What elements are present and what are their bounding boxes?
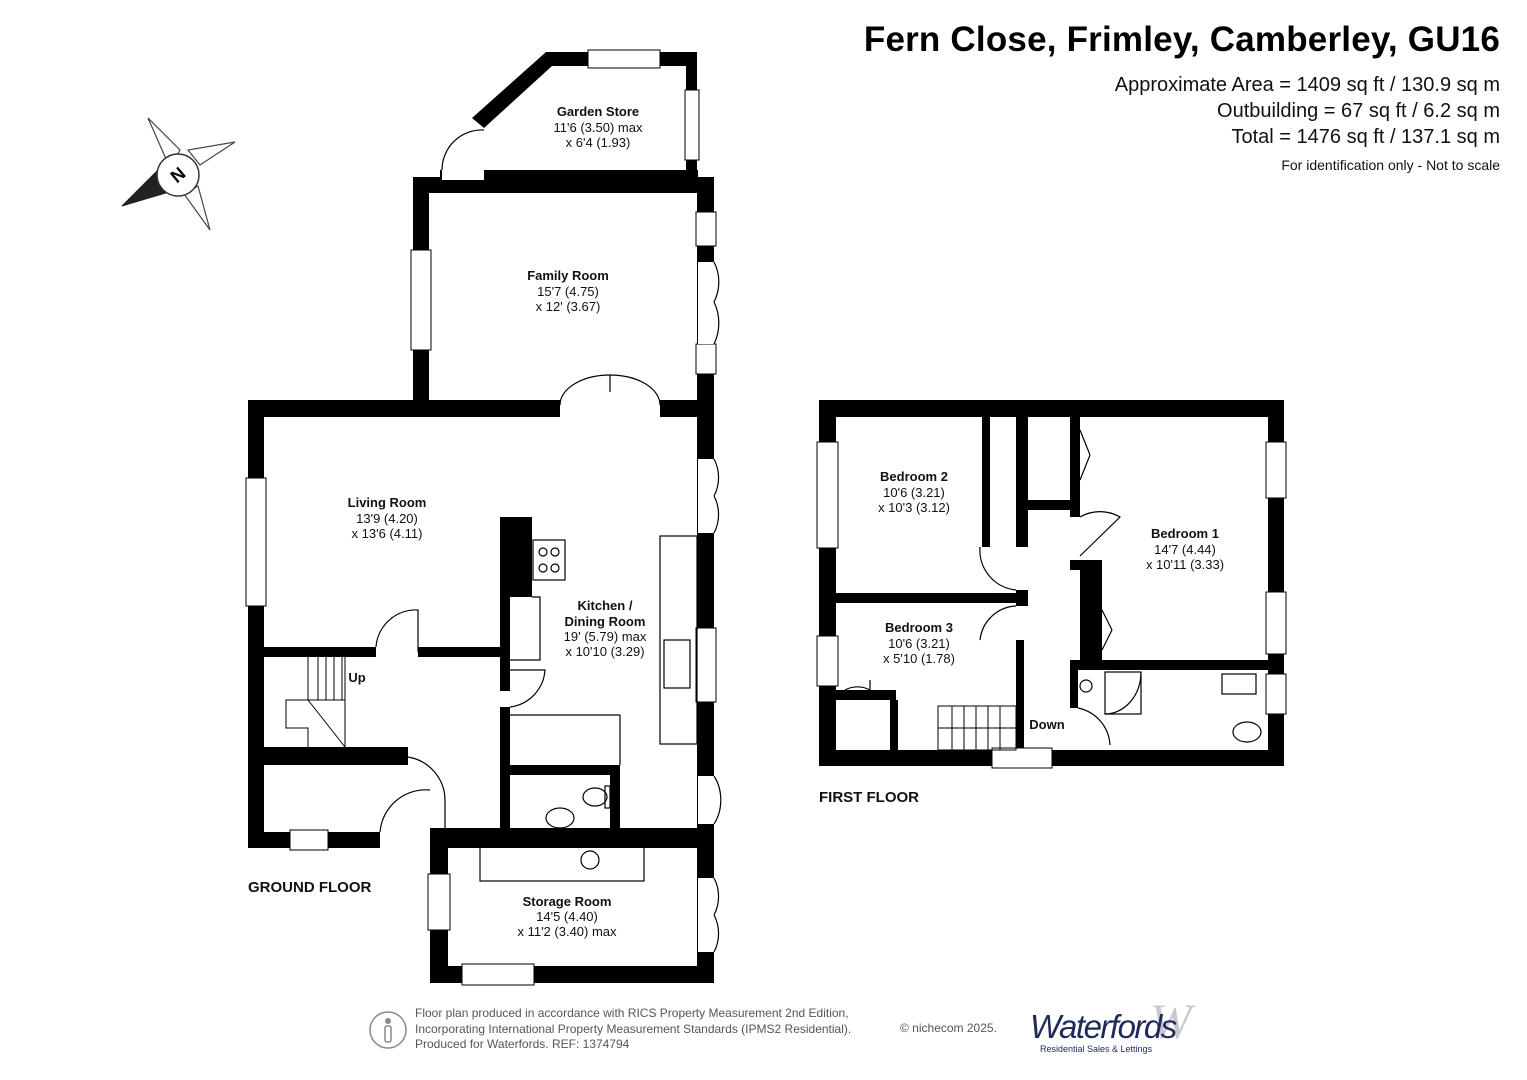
ground-stairs xyxy=(285,657,346,748)
room-dimension: 19' (5.79) max xyxy=(564,629,647,644)
ground-floor-doors xyxy=(375,129,722,953)
room-dimension: 10'6 (3.21) xyxy=(888,636,950,651)
brand-tagline: Residential Sales & Lettings xyxy=(1040,1044,1153,1054)
first-floor-walls xyxy=(819,400,1284,766)
ground-floor-label: GROUND FLOOR xyxy=(248,879,371,896)
approximate-area: Approximate Area = 1409 sq ft / 130.9 sq… xyxy=(1114,74,1500,96)
copyright-notice: © nichecom 2025. xyxy=(900,1021,997,1035)
room-kitchen-dining: Kitchen / Dining Room 19' (5.79) max x 1… xyxy=(564,598,647,659)
room-name: Dining Room xyxy=(565,614,646,629)
room-dimension: 13'9 (4.20) xyxy=(356,511,418,526)
room-name: Bedroom 3 xyxy=(885,620,953,635)
room-dimension: x 13'6 (4.11) xyxy=(352,526,423,541)
room-dimension: 14'5 (4.40) xyxy=(536,909,598,924)
room-name: Bedroom 1 xyxy=(1151,526,1219,541)
room-garden-store: Garden Store 11'6 (3.50) max x 6'4 (1.93… xyxy=(554,104,643,150)
brand-watermark-logo: W xyxy=(1150,993,1192,1049)
footer-line: Floor plan produced in accordance with R… xyxy=(415,1006,849,1020)
room-dimension: x 6'4 (1.93) xyxy=(566,135,631,150)
room-dimension: 11'6 (3.50) max xyxy=(554,120,643,135)
room-name: Bedroom 2 xyxy=(880,469,948,484)
room-name: Living Room xyxy=(348,495,427,510)
total-area: Total = 1476 sq ft / 137.1 sq m xyxy=(1231,126,1501,148)
room-dimension: 15'7 (4.75) xyxy=(537,284,599,299)
room-bedroom-1: Bedroom 1 14'7 (4.44) x 10'11 (3.33) xyxy=(1146,526,1224,572)
room-dimension: x 5'10 (1.78) xyxy=(883,651,955,666)
room-dimension: x 10'10 (3.29) xyxy=(565,644,644,659)
room-dimension: 14'7 (4.44) xyxy=(1154,542,1216,557)
room-dimension: x 11'2 (3.40) max xyxy=(517,924,617,939)
outbuilding-area: Outbuilding = 67 sq ft / 6.2 sq m xyxy=(1217,100,1500,122)
ipms-person-icon xyxy=(369,1011,407,1049)
kitchen-fittings xyxy=(479,535,698,882)
stairs-down-label: Down xyxy=(1029,717,1064,732)
room-name: Kitchen / xyxy=(578,598,633,613)
room-name: Family Room xyxy=(527,268,609,283)
room-dimension: x 10'11 (3.33) xyxy=(1146,557,1224,572)
room-living-room: Living Room 13'9 (4.20) x 13'6 (4.11) xyxy=(348,495,427,541)
stairs-up-label: Up xyxy=(348,670,365,685)
north-compass-icon: N xyxy=(121,117,236,231)
room-dimension: x 12' (3.67) xyxy=(536,299,601,314)
room-dimension: x 10'3 (3.12) xyxy=(878,500,950,515)
brand-logo: Waterfords xyxy=(1030,1008,1177,1045)
footer-line: Incorporating International Property Mea… xyxy=(415,1021,852,1036)
first-floor-label: FIRST FLOOR xyxy=(819,789,919,806)
footer-notes: Floor plan produced in accordance with R… xyxy=(415,1006,851,1053)
room-dimension: 10'6 (3.21) xyxy=(883,485,945,500)
room-storage-room: Storage Room 14'5 (4.40) x 11'2 (3.40) m… xyxy=(517,894,617,939)
property-address: Fern Close, Frimley, Camberley, GU16 xyxy=(863,20,1500,59)
first-floor-bathroom xyxy=(1079,671,1262,743)
room-name: Storage Room xyxy=(523,894,612,909)
room-bedroom-2: Bedroom 2 10'6 (3.21) x 10'3 (3.12) xyxy=(878,469,950,515)
scale-disclaimer: For identification only - Not to scale xyxy=(1281,157,1500,173)
first-floor-doors xyxy=(844,429,1121,746)
ground-floor-windows xyxy=(245,49,717,986)
room-name: Garden Store xyxy=(557,104,639,119)
room-family-room: Family Room 15'7 (4.75) x 12' (3.67) xyxy=(527,268,609,314)
footer-line: Produced for Waterfords. REF: 1374794 xyxy=(415,1037,630,1051)
first-floor-windows xyxy=(816,441,1287,769)
room-bedroom-3: Bedroom 3 10'6 (3.21) x 5'10 (1.78) xyxy=(883,620,955,666)
first-floor-stairs xyxy=(937,705,1017,751)
